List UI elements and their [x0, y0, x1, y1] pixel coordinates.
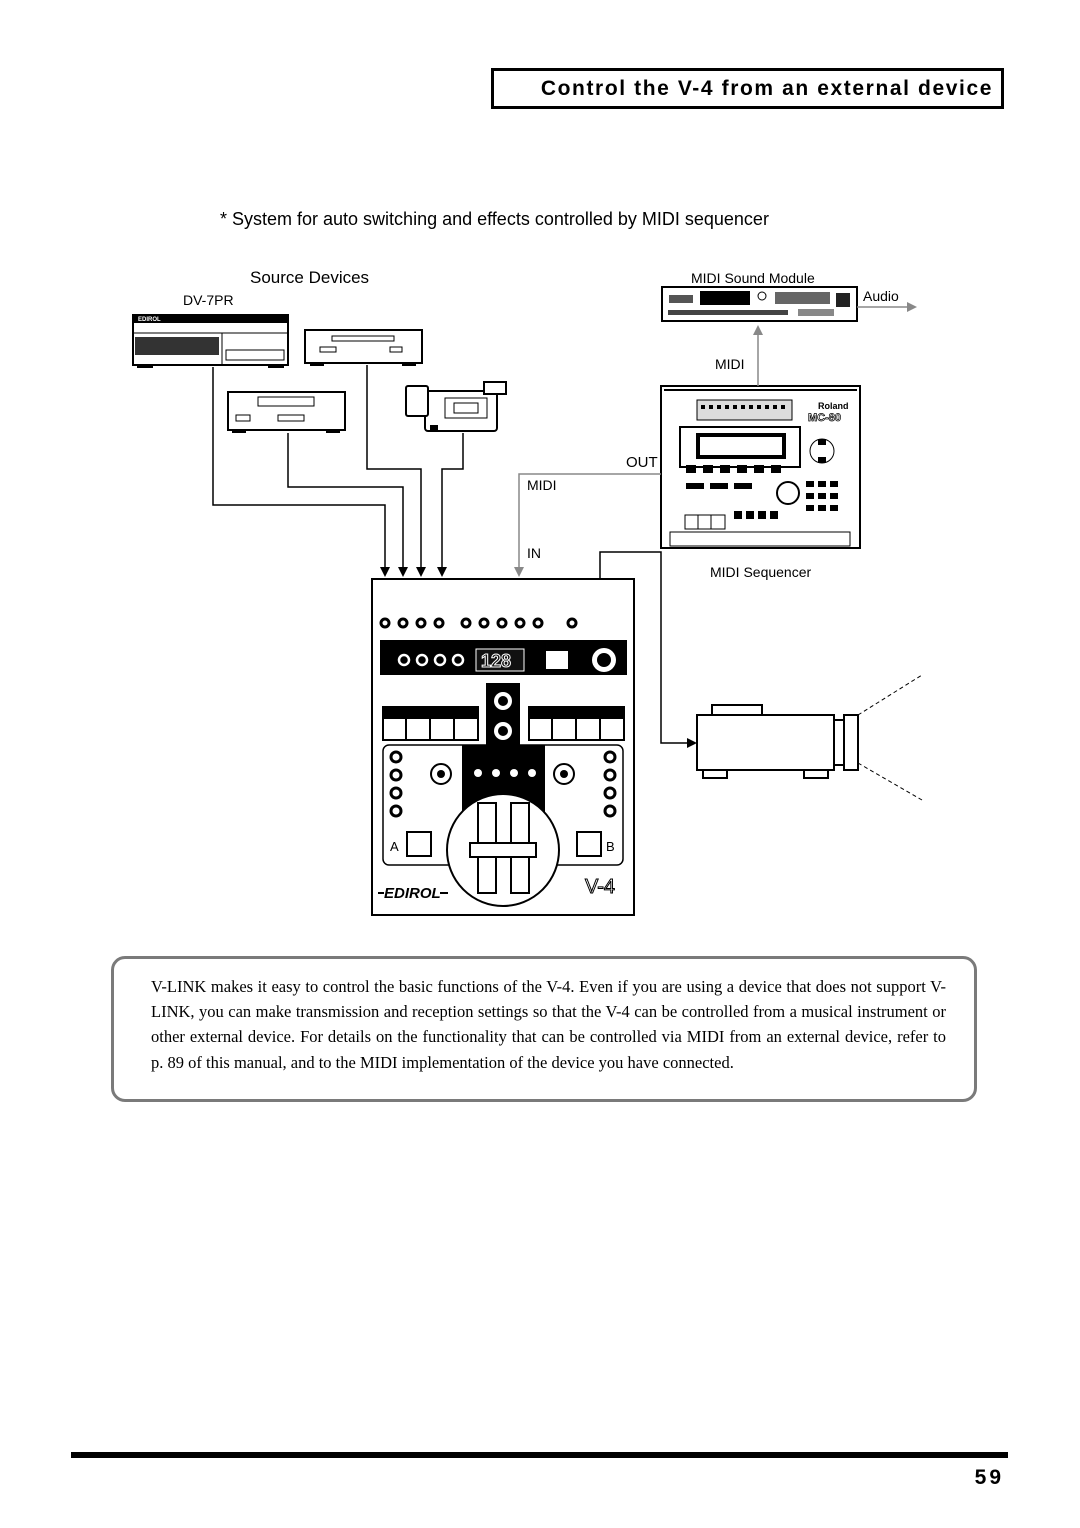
midi-connection [514, 473, 661, 577]
section-title: Control the V-4 from an external device [491, 68, 1004, 109]
diagram-caption: * System for auto switching and effects … [220, 209, 769, 229]
bottom-rule [71, 1452, 1008, 1458]
edirol-logo: EDIROL [384, 885, 441, 902]
sequencer-label: MIDI Sequencer [710, 564, 811, 580]
audio-label: Audio [863, 288, 899, 304]
video-output [599, 551, 697, 748]
v4-mixer: 128 A B EDIROL [371, 578, 635, 916]
page-number: 59 [974, 1466, 1004, 1489]
midi-label-lower: MIDI [527, 477, 557, 493]
v4-display: 128 [481, 651, 511, 671]
sound-module-label: MIDI Sound Module [691, 270, 815, 286]
channel-b-label: B [606, 839, 615, 854]
midi-sound-module [661, 286, 858, 322]
dv7pr-brand: EDIROL [138, 317, 161, 323]
in-label: IN [527, 545, 541, 561]
video-connections [212, 365, 464, 577]
midi-sequencer: Roland MC-80 [660, 385, 861, 549]
connection-diagram: Source Devices DV-7PR MIDI Sound Module … [132, 268, 923, 916]
midi-label-upper: MIDI [715, 356, 745, 372]
note-text: V-LINK makes it easy to control the basi… [151, 977, 946, 1072]
v4-logo: V-4 [585, 876, 615, 898]
dv7pr-label: DV-7PR [183, 292, 234, 308]
out-label: OUT [626, 454, 658, 471]
projector-device [696, 674, 923, 801]
disc-player [304, 329, 423, 366]
channel-a-label: A [390, 839, 399, 854]
dv7pr-device: EDIROL [132, 314, 289, 368]
source-devices-label: Source Devices [250, 268, 369, 287]
roland-brand: Roland [818, 401, 849, 411]
note-box: V-LINK makes it easy to control the basi… [111, 956, 977, 1102]
vcr-device [227, 391, 346, 433]
mc80-model: MC-80 [808, 412, 841, 424]
camcorder-device [405, 381, 507, 432]
